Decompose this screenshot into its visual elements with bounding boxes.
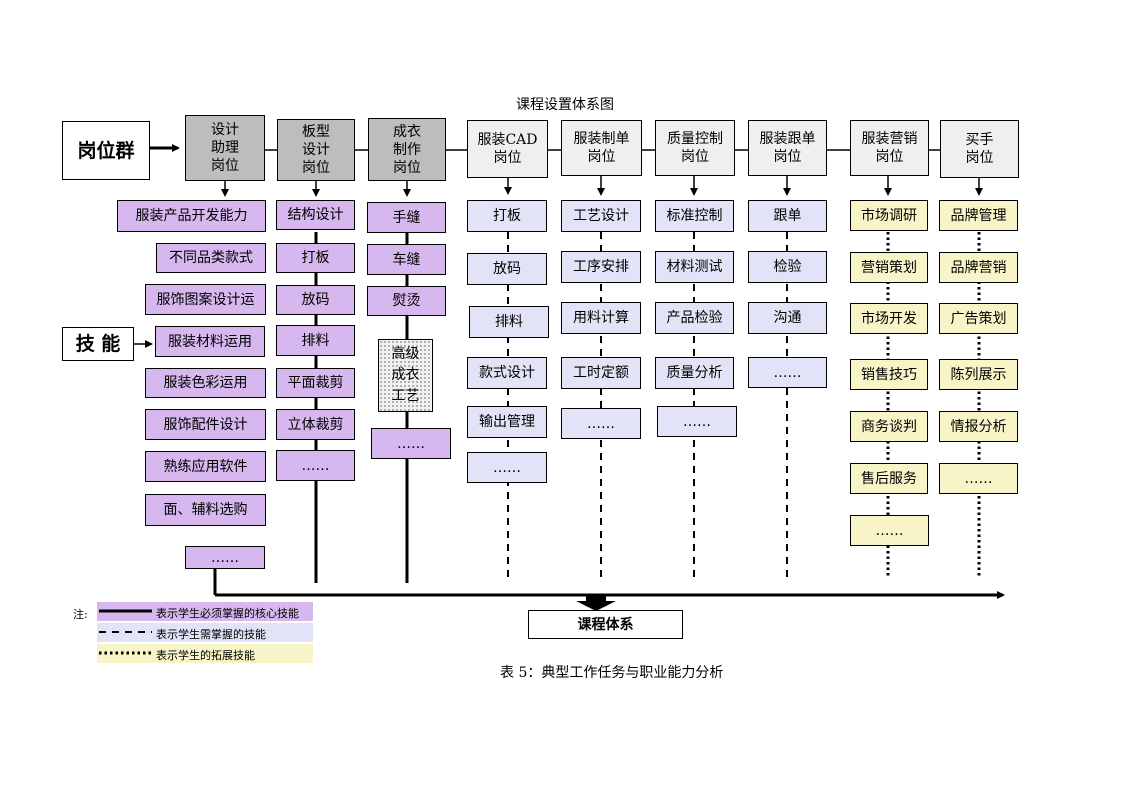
- legend-solid-line-icon: [99, 609, 152, 613]
- position-header-design-assistant: 设计 助理 岗位: [185, 115, 265, 181]
- skill-box: 市场调研: [850, 200, 928, 231]
- skill-box: 结构设计: [276, 200, 355, 230]
- skill-box: 车缝: [367, 244, 446, 275]
- legend-row-extended: 表示学生的拓展技能: [97, 644, 313, 663]
- skill-box: 用料计算: [561, 302, 641, 334]
- skill-box: 立体裁剪: [276, 409, 355, 440]
- skill-box: 沟通: [748, 302, 827, 334]
- skill-box: 售后服务: [850, 463, 928, 494]
- legend-required-text: 表示学生需掌握的技能: [156, 628, 266, 641]
- skill-box: 输出管理: [467, 406, 547, 438]
- legend-dashed-line-icon: [99, 631, 152, 633]
- skill-box: 服装色彩运用: [145, 368, 266, 398]
- skill-box: 排料: [469, 306, 549, 338]
- skill-box: 放码: [467, 253, 547, 285]
- skill-box: 服装产品开发能力: [117, 200, 266, 232]
- skill-box-more: ……: [561, 408, 641, 439]
- skill-box: 打板: [467, 200, 547, 232]
- skill-box: 手缝: [367, 202, 446, 233]
- skill-box: 工时定额: [561, 357, 641, 389]
- skill-box: 质量分析: [655, 357, 734, 389]
- skill-box: 服饰图案设计运: [145, 284, 266, 315]
- position-header-garment-making: 成衣 制作 岗位: [368, 118, 446, 181]
- skill-box-more: ……: [657, 406, 737, 437]
- skill-box: 陈列展示: [939, 359, 1018, 390]
- skill-box: 工序安排: [561, 251, 641, 283]
- legend-note: 注:: [73, 608, 88, 621]
- skill-box-more: ……: [185, 546, 265, 569]
- skill-box: 情报分析: [939, 411, 1018, 442]
- skill-box: 营销策划: [850, 252, 928, 283]
- skill-box: 产品检验: [655, 302, 734, 334]
- skill-box: 熟练应用软件: [145, 451, 266, 482]
- skill-box: 面、辅料选购: [145, 494, 266, 526]
- legend-extended-text: 表示学生的拓展技能: [156, 649, 255, 662]
- skill-box: 不同品类款式: [156, 243, 266, 273]
- skill-box: 排料: [276, 325, 355, 356]
- legend-row-required: 表示学生需掌握的技能: [97, 623, 313, 642]
- skills-label: 技 能: [62, 327, 134, 361]
- legend-core-text: 表示学生必须掌握的核心技能: [156, 607, 299, 620]
- skill-box-advanced-craft: 高级 成衣 工艺: [378, 339, 433, 412]
- skill-box: 熨烫: [367, 286, 446, 316]
- diagram-title: 课程设置体系图: [516, 97, 614, 113]
- legend-row-core: 表示学生必须掌握的核心技能: [97, 602, 313, 621]
- skill-box: 销售技巧: [850, 359, 928, 390]
- position-header-buyer: 买手 岗位: [940, 120, 1019, 178]
- position-header-merchandising: 服装跟单 岗位: [748, 120, 827, 176]
- table-caption: 表 5：典型工作任务与职业能力分析: [500, 665, 724, 681]
- position-header-pattern-design: 板型 设计 岗位: [277, 119, 355, 181]
- position-header-order-making: 服装制单 岗位: [561, 120, 642, 176]
- course-system-box: 课程体系: [528, 610, 683, 639]
- skill-box: 检验: [748, 251, 827, 283]
- skill-box: 标准控制: [655, 200, 734, 232]
- skill-box: 材料测试: [655, 251, 734, 283]
- skill-box: 放码: [276, 285, 355, 315]
- skill-box: 品牌营销: [939, 252, 1018, 283]
- position-group-label: 岗位群: [62, 121, 150, 180]
- skill-box: 品牌管理: [939, 200, 1018, 231]
- skill-box-more: ……: [748, 357, 827, 388]
- legend-dotted-line-icon: [99, 651, 152, 655]
- skill-box: 平面裁剪: [276, 368, 355, 398]
- position-header-cad: 服装CAD 岗位: [467, 120, 548, 178]
- skill-box: 服饰配件设计: [145, 409, 266, 440]
- position-header-quality-control: 质量控制 岗位: [655, 120, 735, 176]
- skill-box: 市场开发: [850, 303, 928, 334]
- skill-box-more: ……: [939, 463, 1018, 494]
- skill-box: 服装材料运用: [155, 326, 265, 357]
- skill-box: 商务谈判: [850, 411, 928, 442]
- skill-box-more: ……: [467, 452, 547, 483]
- skill-box: 广告策划: [939, 303, 1018, 334]
- skill-box: 款式设计: [467, 357, 547, 389]
- skill-box-more: ……: [371, 428, 451, 459]
- skill-box: 跟单: [748, 200, 827, 232]
- skill-box: 工艺设计: [561, 200, 641, 232]
- skill-box: 打板: [276, 243, 355, 273]
- skill-box-more: ……: [850, 515, 929, 546]
- skill-box-more: ……: [276, 450, 355, 481]
- position-header-marketing: 服装营销 岗位: [850, 120, 929, 176]
